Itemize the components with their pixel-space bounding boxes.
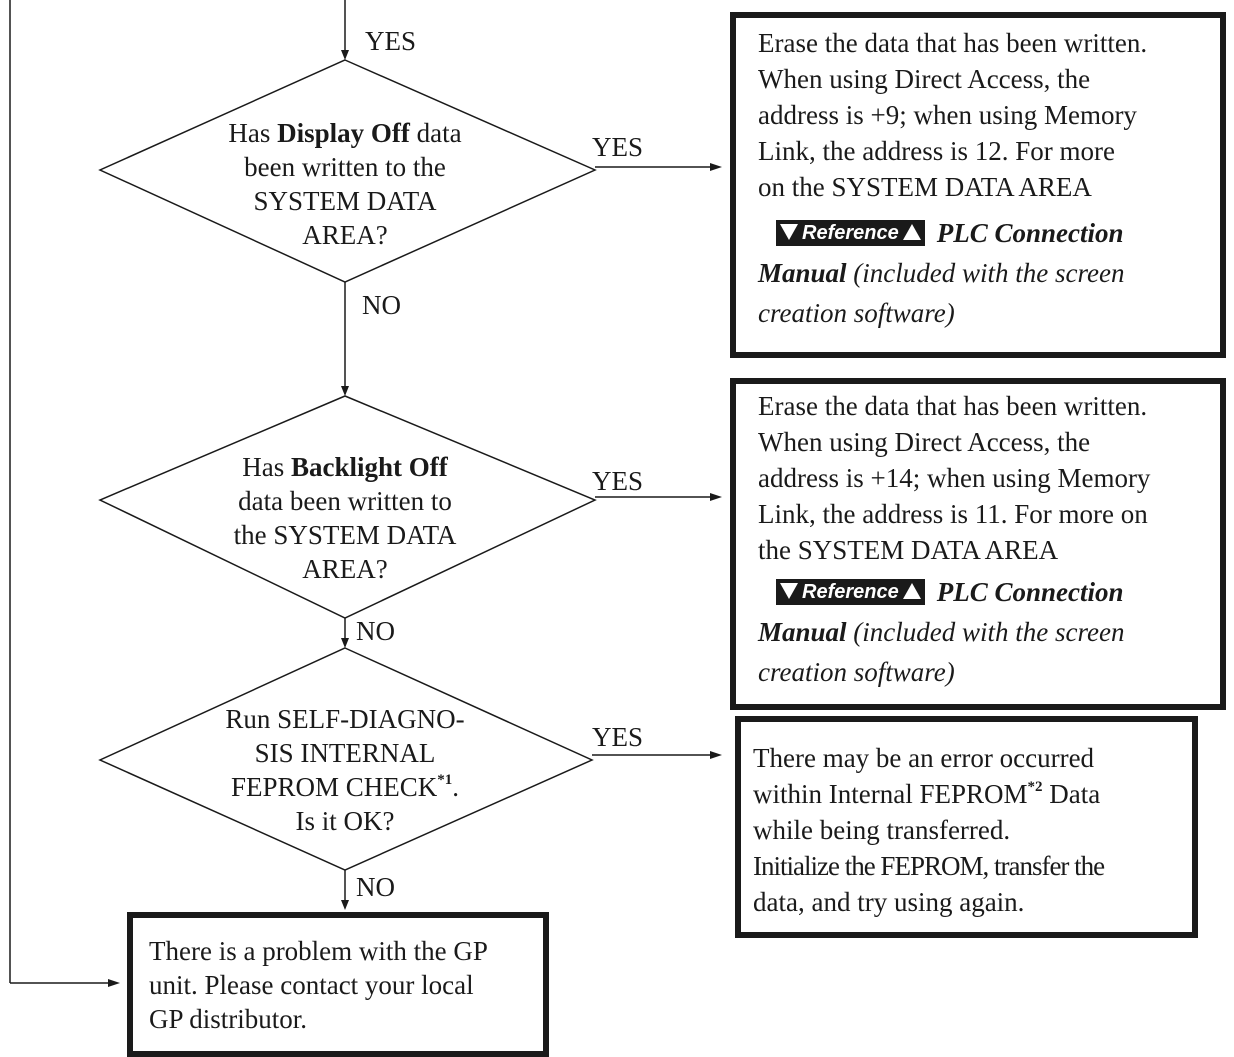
- decision-1-text: Has Display Off data been written to the…: [228, 118, 462, 250]
- action-box-contact-distributor: There is a problem with the GP unit. Ple…: [127, 912, 549, 1057]
- arrowhead-no3: [341, 900, 349, 910]
- arrowhead-yes3: [710, 751, 722, 759]
- arrowhead-top: [341, 50, 349, 60]
- arrowhead-into-problem-box: [108, 979, 120, 987]
- arrowhead-yes1: [710, 163, 722, 171]
- action-box-feprom-error: There may be an error occurred within In…: [735, 716, 1198, 938]
- reference-badge-1: Reference: [776, 220, 925, 246]
- decision-2-text: Has Backlight Off data been written to t…: [233, 452, 457, 584]
- no-label-decision-2: NO: [356, 616, 395, 646]
- no-label-decision-1: NO: [362, 290, 401, 320]
- yes-label-top: YES: [365, 26, 417, 56]
- arrowhead-no1: [341, 386, 349, 396]
- action-box-display-off: Erase the data that has been written. Wh…: [730, 12, 1226, 358]
- arrowhead-yes2: [710, 493, 722, 501]
- yes-label-decision-3: YES: [592, 722, 644, 752]
- yes-label-decision-2: YES: [592, 466, 644, 496]
- decision-3-text: Run SELF-DIAGNO- SIS INTERNAL FEPROM CHE…: [225, 704, 465, 836]
- no-label-decision-3: NO: [356, 872, 395, 902]
- reference-badge-2: Reference: [776, 579, 925, 605]
- yes-label-decision-1: YES: [592, 132, 644, 162]
- action-box-backlight-off: Erase the data that has been written. Wh…: [730, 378, 1226, 710]
- arrowhead-no2: [341, 638, 349, 648]
